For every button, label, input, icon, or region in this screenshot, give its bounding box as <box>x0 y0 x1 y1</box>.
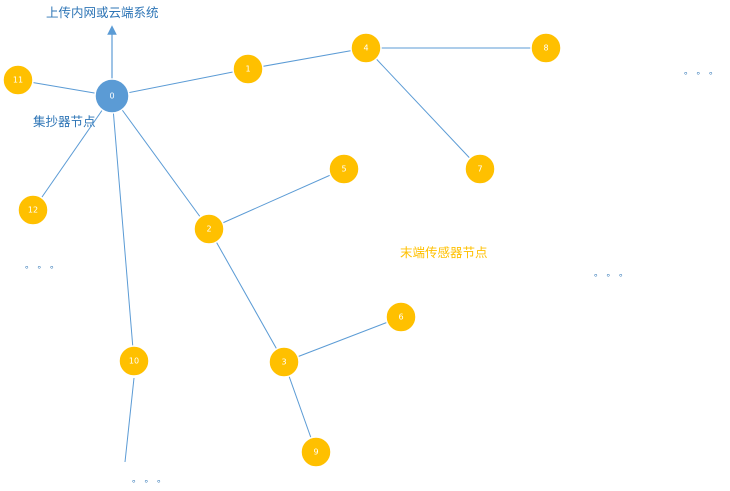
edge-0-12 <box>32 95 113 211</box>
node-label: 12 <box>28 206 38 215</box>
edge-4-7 <box>365 47 481 170</box>
sensor-node-3: 3 <box>268 346 300 378</box>
sensor-node-1: 1 <box>232 53 264 85</box>
node-circle <box>118 345 150 377</box>
edge-0-1 <box>111 68 249 97</box>
node-circle <box>328 153 360 185</box>
node-label: 0 <box>109 92 114 101</box>
node-label: 7 <box>477 165 482 174</box>
sensor-node-4: 4 <box>350 32 382 64</box>
sensor-node-9: 9 <box>300 436 332 468</box>
node-label: 8 <box>543 44 548 53</box>
collector-node-0: 0 <box>94 78 130 114</box>
edge-0-10 <box>111 95 135 362</box>
edge-3-9 <box>283 361 317 453</box>
sensor-node-10: 10 <box>118 345 150 377</box>
node-circle <box>2 64 34 96</box>
ellipsis-bottom: 。。。 <box>132 475 175 485</box>
node-circle <box>350 32 382 64</box>
edge-2-5 <box>208 168 345 230</box>
node-label: 5 <box>341 165 346 174</box>
node-label: 10 <box>129 357 139 366</box>
ellipsis-middle-right: 。。。 <box>594 269 637 279</box>
node-circle <box>94 78 130 114</box>
node-label: 9 <box>313 448 318 457</box>
continuation-line <box>124 377 135 463</box>
edges-layer <box>17 47 546 453</box>
sensor-node-12: 12 <box>17 194 49 226</box>
node-circle <box>464 153 496 185</box>
collector-label: 集抄器节点 <box>33 114 96 129</box>
terminal-label: 末端传感器节点 <box>400 245 488 260</box>
sensor-node-7: 7 <box>464 153 496 185</box>
node-label: 4 <box>363 44 368 53</box>
edge-2-3 <box>208 228 285 363</box>
node-label: 2 <box>206 225 211 234</box>
upload-label: 上传内网或云端系统 <box>46 5 159 20</box>
node-circle <box>300 436 332 468</box>
edge-0-2 <box>111 95 210 230</box>
node-circle <box>530 32 562 64</box>
node-label: 6 <box>398 313 403 322</box>
sensor-node-6: 6 <box>385 301 417 333</box>
sensor-node-8: 8 <box>530 32 562 64</box>
node-circle <box>17 194 49 226</box>
node-circle <box>268 346 300 378</box>
node-circle <box>232 53 264 85</box>
node-label: 3 <box>281 358 286 367</box>
node-label: 1 <box>245 65 250 74</box>
ellipsis-top-right: 。。。 <box>684 67 727 77</box>
edge-3-6 <box>283 316 402 363</box>
sensor-node-5: 5 <box>328 153 360 185</box>
edge-1-4 <box>247 47 367 70</box>
node-circle <box>193 213 225 245</box>
sensor-node-2: 2 <box>193 213 225 245</box>
ellipsis-left: 。。。 <box>25 261 68 271</box>
node-label: 11 <box>13 76 23 85</box>
node-circle <box>385 301 417 333</box>
sensor-node-11: 11 <box>2 64 34 96</box>
